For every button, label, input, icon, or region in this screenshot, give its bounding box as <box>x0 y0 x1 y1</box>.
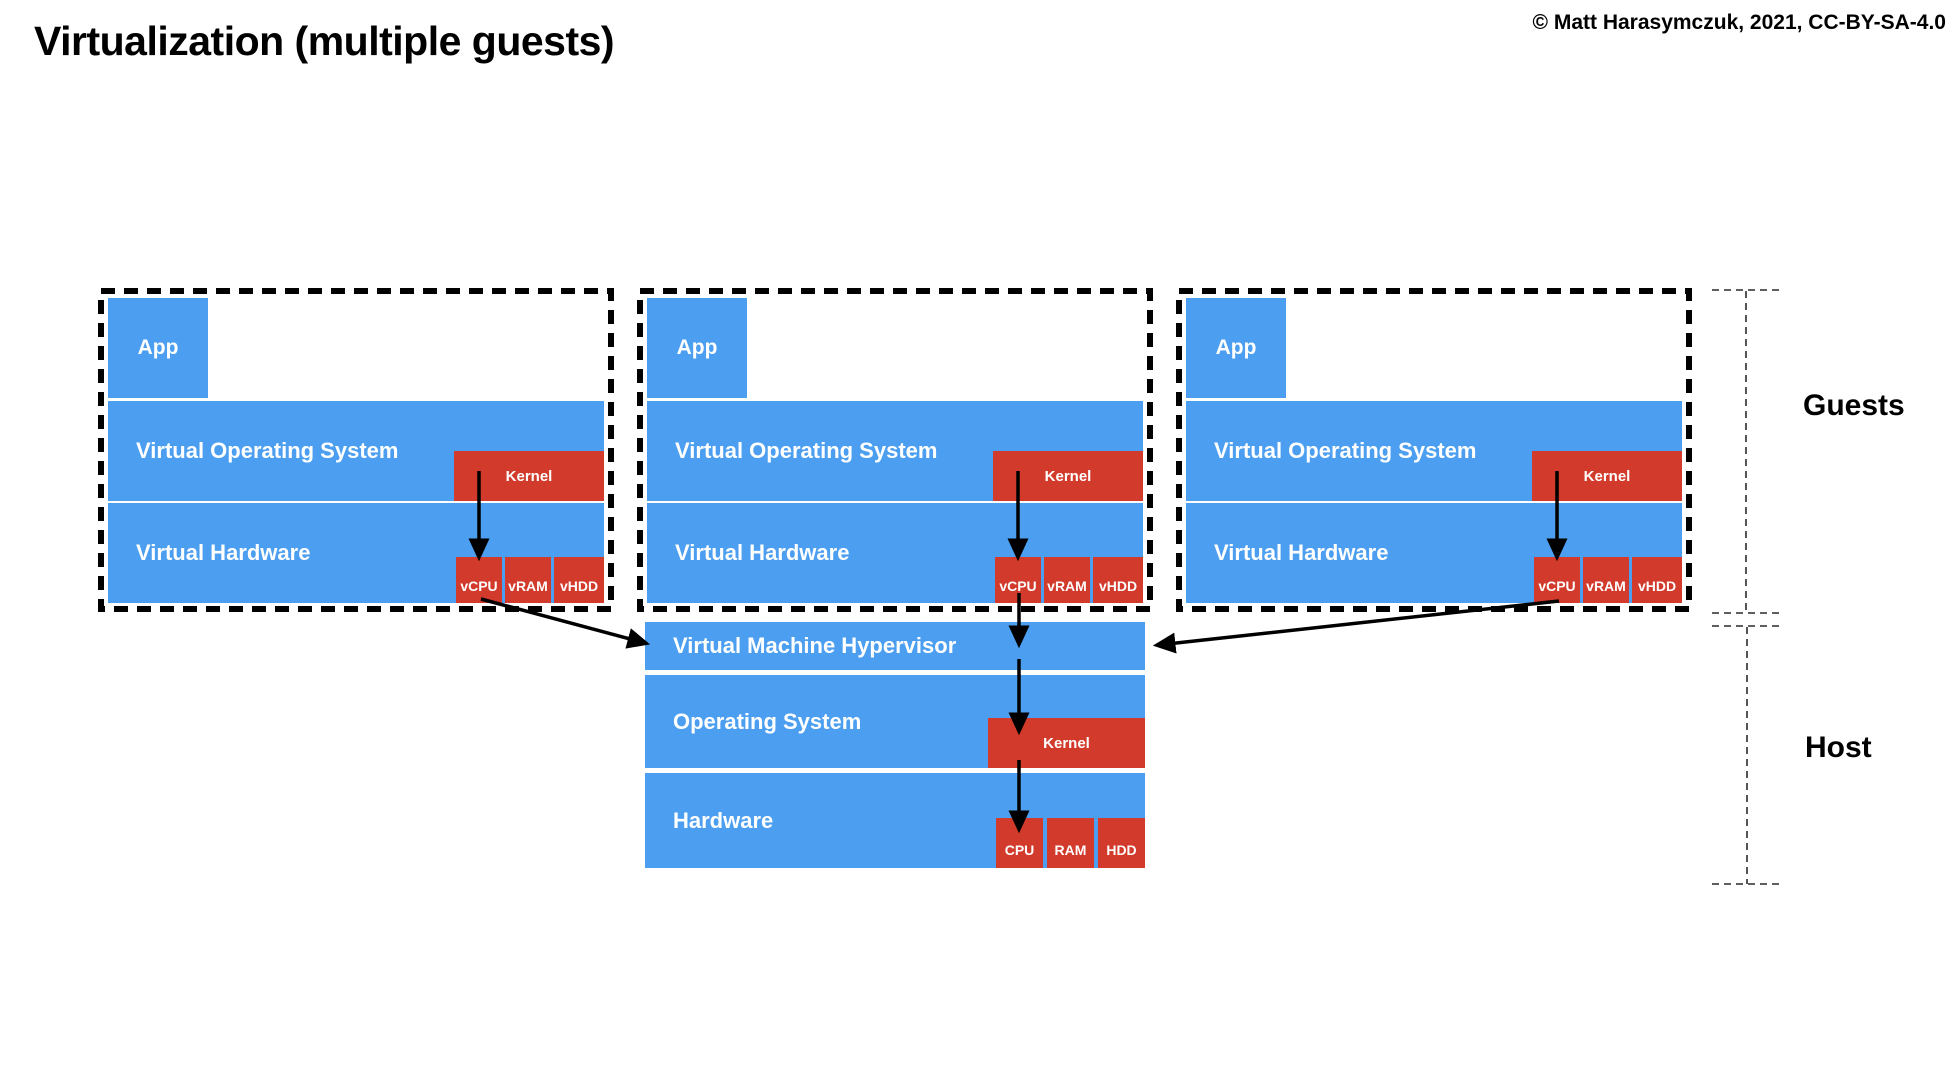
guest1-app-block: App <box>108 298 208 398</box>
host-kernel-label: Kernel <box>1043 734 1090 752</box>
page-title: Virtualization (multiple guests) <box>34 18 615 64</box>
guest-vm-2: App Virtual Operating System Kernel Virt… <box>637 288 1153 612</box>
host-os-bar: Operating System Kernel <box>645 675 1145 768</box>
guest2-vram-block: vRAM <box>1044 557 1090 603</box>
guest2-kernel-label: Kernel <box>1044 467 1092 485</box>
host-cpu-block: CPU <box>996 818 1043 868</box>
host-hardware-bar: Hardware CPU RAM HDD <box>645 773 1145 868</box>
host-kernel-block: Kernel <box>988 718 1145 768</box>
guest3-vram-block: vRAM <box>1583 557 1629 603</box>
host-cpu-label: CPU <box>1004 842 1035 858</box>
guest-vm-3: App Virtual Operating System Kernel Virt… <box>1176 288 1692 612</box>
guest3-vhdd-block: vHDD <box>1632 557 1682 603</box>
host-bracket-label: Host <box>1805 731 1872 764</box>
guest1-kernel-label: Kernel <box>505 467 553 485</box>
guest1-kernel-block: Kernel <box>454 451 604 501</box>
guest1-virtual-os-bar: Virtual Operating System Kernel <box>108 401 604 501</box>
guest3-virtual-os-bar: Virtual Operating System Kernel <box>1186 401 1682 501</box>
guest2-virtual-os-bar: Virtual Operating System Kernel <box>647 401 1143 501</box>
guest3-kernel-label: Kernel <box>1583 467 1631 485</box>
guests-bracket <box>1712 289 1781 614</box>
guests-bracket-label: Guests <box>1803 389 1905 422</box>
guest1-vhdd-label: vHDD <box>559 578 599 594</box>
guest3-vcpu-block: vCPU <box>1534 557 1580 603</box>
guest1-app-label: App <box>137 336 179 359</box>
guest2-vcpu-label: vCPU <box>999 578 1037 594</box>
guest3-vcpu-label: vCPU <box>1538 578 1576 594</box>
guest3-vram-label: vRAM <box>1586 578 1626 594</box>
guest1-vcpu-label: vCPU <box>460 578 498 594</box>
host-bracket <box>1712 625 1781 885</box>
guest1-vram-block: vRAM <box>505 557 551 603</box>
guest2-vhdd-block: vHDD <box>1093 557 1143 603</box>
host-ram-label: RAM <box>1054 842 1087 858</box>
guest2-vcpu-block: vCPU <box>995 557 1041 603</box>
host-hdd-block: HDD <box>1098 818 1145 868</box>
guest2-kernel-block: Kernel <box>993 451 1143 501</box>
guest3-vhdd-label: vHDD <box>1637 578 1677 594</box>
guest1-vcpu-block: vCPU <box>456 557 502 603</box>
host-hypervisor-label: Virtual Machine Hypervisor <box>673 633 957 658</box>
guest-vm-1: App Virtual Operating System Kernel Virt… <box>98 288 614 612</box>
guest2-virtual-hardware-bar: Virtual Hardware vCPU vRAM vHDD <box>647 503 1143 603</box>
guest1-vram-label: vRAM <box>508 578 548 594</box>
host-os-label: Operating System <box>673 708 862 734</box>
guest2-vhdd-label: vHDD <box>1098 578 1138 594</box>
host-hardware-label: Hardware <box>673 807 774 833</box>
guest3-virtual-os-label: Virtual Operating System <box>1214 438 1477 463</box>
copyright-notice: © Matt Harasymczuk, 2021, CC-BY-SA-4.0 <box>1532 11 1946 34</box>
host-ram-block: RAM <box>1047 818 1094 868</box>
guest3-kernel-block: Kernel <box>1532 451 1682 501</box>
guest1-virtual-os-label: Virtual Operating System <box>136 438 399 463</box>
guest1-virtual-hardware-bar: Virtual Hardware vCPU vRAM vHDD <box>108 503 604 603</box>
guest2-vram-label: vRAM <box>1047 578 1087 594</box>
guest3-virtual-hardware-bar: Virtual Hardware vCPU vRAM vHDD <box>1186 503 1682 603</box>
host-hypervisor-bar: Virtual Machine Hypervisor <box>645 622 1145 670</box>
guest1-vhdd-block: vHDD <box>554 557 604 603</box>
guest1-virtual-hardware-label: Virtual Hardware <box>136 540 311 565</box>
host-hdd-label: HDD <box>1106 842 1137 858</box>
guest2-virtual-os-label: Virtual Operating System <box>675 438 938 463</box>
guest2-app-block: App <box>647 298 747 398</box>
guest3-app-label: App <box>1215 336 1257 359</box>
guest2-app-label: App <box>676 336 718 359</box>
guest3-virtual-hardware-label: Virtual Hardware <box>1214 540 1389 565</box>
guest2-virtual-hardware-label: Virtual Hardware <box>675 540 850 565</box>
guest3-app-block: App <box>1186 298 1286 398</box>
